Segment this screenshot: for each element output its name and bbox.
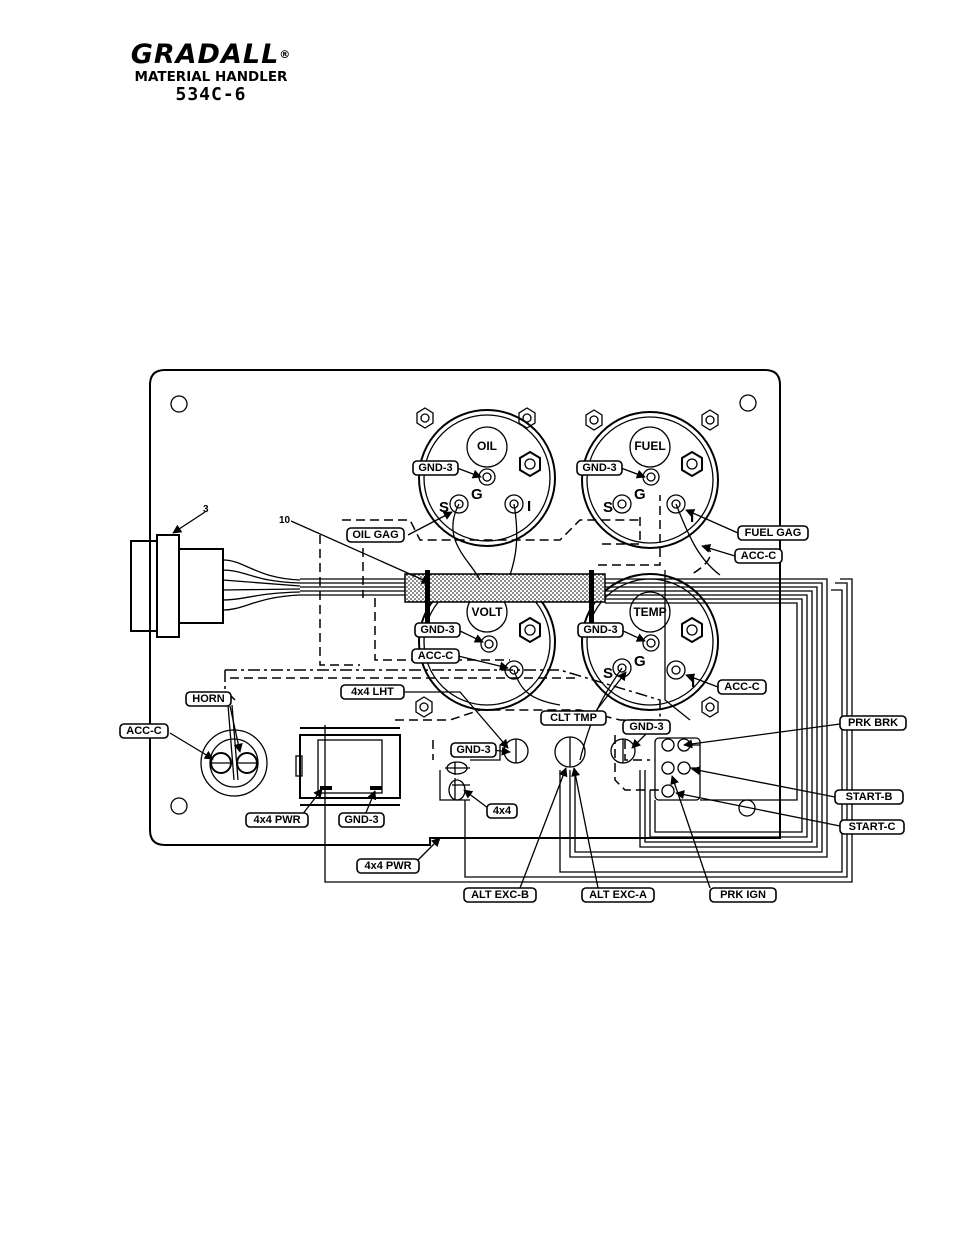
svg-text:GND-3: GND-3 bbox=[418, 462, 452, 474]
svg-text:GND-3: GND-3 bbox=[629, 721, 663, 733]
tag-gnd3-switch: GND-3 bbox=[450, 742, 497, 758]
mounting-holes bbox=[170, 394, 757, 817]
tag-gnd3-fuel: GND-3 bbox=[576, 460, 623, 476]
svg-text:START-C: START-C bbox=[849, 821, 896, 833]
tag-alt-exc-b: ALT EXC-B bbox=[463, 887, 537, 903]
tag-gnd3-oil: GND-3 bbox=[412, 460, 459, 476]
tag-acc-c-fuel: ACC-C bbox=[734, 548, 783, 564]
terminal-g-temp: G bbox=[634, 653, 646, 670]
terminal-s-temp: S bbox=[603, 665, 613, 682]
item-number-3: 3 bbox=[203, 504, 209, 515]
svg-text:PRK IGN: PRK IGN bbox=[720, 889, 766, 901]
svg-text:4x4 PWR: 4x4 PWR bbox=[364, 860, 411, 872]
svg-text:START-B: START-B bbox=[846, 791, 893, 803]
gauge-fuel bbox=[581, 409, 719, 549]
tag-start-b: START-B bbox=[834, 789, 904, 805]
product-subtitle: MATERIAL HANDLER bbox=[134, 69, 288, 85]
svg-text:ALT EXC-B: ALT EXC-B bbox=[471, 889, 529, 901]
terminal-i-oil: I bbox=[527, 498, 531, 515]
svg-text:FUEL GAG: FUEL GAG bbox=[745, 527, 802, 539]
title-block: GRADALL® MATERIAL HANDLER 534C-6 bbox=[116, 40, 306, 105]
tag-fuel-gag: FUEL GAG bbox=[737, 525, 809, 541]
tag-gnd3-volt: GND-3 bbox=[414, 622, 461, 638]
tag-alt-exc-a: ALT EXC-A bbox=[581, 887, 655, 903]
svg-text:OIL GAG: OIL GAG bbox=[352, 529, 398, 541]
brand-logo: GRADALL® bbox=[116, 40, 306, 70]
tag-4x4: 4x4 bbox=[486, 803, 518, 819]
tag-gnd3-key: GND-3 bbox=[622, 719, 671, 735]
terminal-s-oil: S bbox=[439, 499, 449, 516]
gauge-label-oil: OIL bbox=[477, 439, 497, 453]
gauge-label-fuel: FUEL bbox=[634, 439, 665, 453]
tag-prk-brk: PRK BRK bbox=[839, 715, 907, 731]
tag-acc-c-temp: ACC-C bbox=[717, 679, 767, 695]
svg-text:ACC-C: ACC-C bbox=[126, 725, 161, 737]
item-number-10: 10 bbox=[279, 515, 291, 526]
brand-name: GRADALL bbox=[130, 39, 280, 70]
tag-horn: HORN bbox=[185, 691, 232, 707]
tag-oil-gag: OIL GAG bbox=[346, 527, 405, 543]
svg-text:ALT EXC-A: ALT EXC-A bbox=[589, 889, 647, 901]
svg-text:GND-3: GND-3 bbox=[420, 624, 454, 636]
svg-text:CLT TMP: CLT TMP bbox=[550, 712, 597, 724]
registered-mark: ® bbox=[279, 48, 292, 61]
tag-gnd3-box: GND-3 bbox=[338, 812, 385, 828]
svg-text:HORN: HORN bbox=[192, 693, 224, 705]
svg-text:4x4 LHT: 4x4 LHT bbox=[351, 686, 394, 698]
tag-prk-ign: PRK IGN bbox=[709, 887, 777, 903]
svg-text:ACC-C: ACC-C bbox=[724, 681, 759, 693]
svg-text:GND-3: GND-3 bbox=[344, 814, 378, 826]
tag-4x4-lht: 4x4 LHT bbox=[340, 684, 405, 700]
tag-acc-c-volt: ACC-C bbox=[411, 648, 460, 664]
tag-acc-c-horn: ACC-C bbox=[119, 723, 169, 739]
svg-text:4x4: 4x4 bbox=[493, 805, 512, 817]
leader-lines bbox=[169, 467, 841, 889]
terminal-g-oil: G bbox=[471, 486, 483, 503]
gauge-oil bbox=[416, 407, 556, 547]
model-number: 534C-6 bbox=[175, 84, 247, 105]
svg-text:ACC-C: ACC-C bbox=[741, 550, 776, 562]
terminal-s-fuel: S bbox=[603, 499, 613, 516]
main-harness bbox=[300, 570, 853, 883]
switch-4x4 bbox=[295, 727, 401, 806]
tag-gnd3-temp: GND-3 bbox=[577, 622, 624, 638]
svg-text:4x4 PWR: 4x4 PWR bbox=[253, 814, 300, 826]
svg-text:PRK BRK: PRK BRK bbox=[848, 717, 898, 729]
tag-start-c: START-C bbox=[839, 819, 905, 835]
svg-text:GND-3: GND-3 bbox=[456, 744, 490, 756]
tag-4x4-pwr-bottom: 4x4 PWR bbox=[356, 858, 420, 874]
svg-text:GND-3: GND-3 bbox=[583, 624, 617, 636]
tag-4x4-pwr: 4x4 PWR bbox=[245, 812, 309, 828]
terminal-i-fuel: I bbox=[690, 509, 694, 526]
terminal-i-temp: I bbox=[691, 674, 695, 691]
wire-harness-connector bbox=[130, 534, 301, 638]
svg-text:ACC-C: ACC-C bbox=[418, 650, 453, 662]
svg-text:GND-3: GND-3 bbox=[582, 462, 616, 474]
gauge-label-temp: TEMP bbox=[633, 605, 666, 619]
gauge-label-volt: VOLT bbox=[471, 605, 503, 619]
terminal-g-fuel: G bbox=[634, 486, 646, 503]
tag-clt-tmp: CLT TMP bbox=[540, 710, 607, 726]
